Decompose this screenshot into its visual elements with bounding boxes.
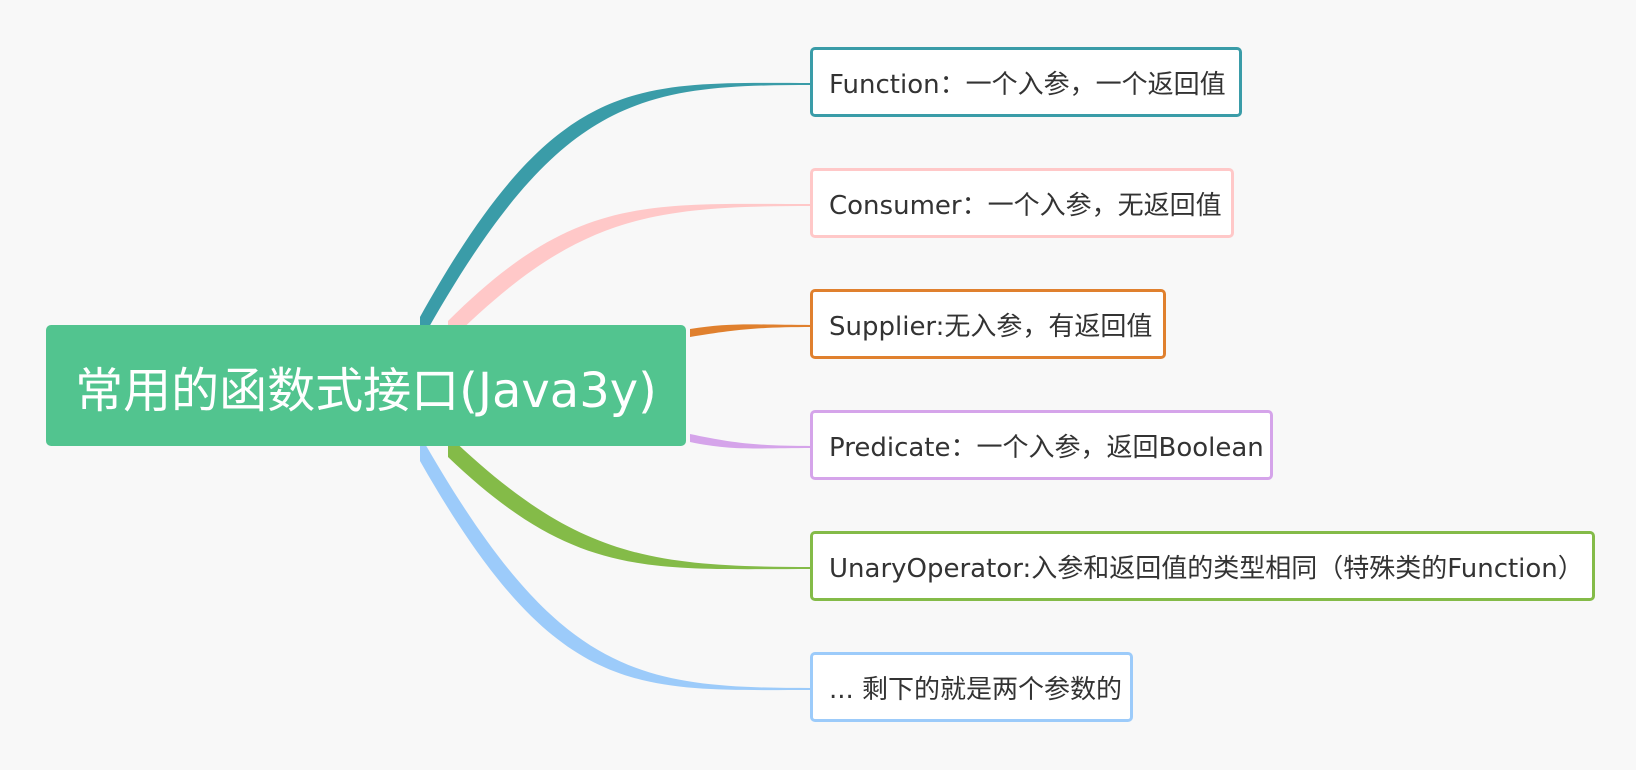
branch-topic-unary-operator[interactable]: UnaryOperator:入参和返回值的类型相同（特殊类的Function） bbox=[810, 531, 1595, 601]
connector-predicate bbox=[690, 434, 812, 449]
root-topic-label: 常用的函数式接口(Java3y) bbox=[75, 362, 657, 419]
connector-consumer bbox=[448, 203, 812, 343]
branch-topic-label: Function：一个入参，一个返回值 bbox=[829, 69, 1226, 100]
branch-topic-remaining[interactable]: ... 剩下的就是两个参数的 bbox=[810, 652, 1133, 722]
connector-unary-operator bbox=[448, 435, 812, 570]
branch-topic-label: Consumer：一个入参，无返回值 bbox=[829, 190, 1222, 221]
connector-supplier bbox=[690, 324, 812, 337]
connector-remaining bbox=[420, 435, 812, 691]
root-topic[interactable]: 常用的函数式接口(Java3y) bbox=[46, 325, 686, 446]
branch-topic-label: ... 剩下的就是两个参数的 bbox=[829, 674, 1123, 705]
branch-topic-supplier[interactable]: Supplier:无入参，有返回值 bbox=[810, 289, 1166, 359]
branch-topic-consumer[interactable]: Consumer：一个入参，无返回值 bbox=[810, 168, 1234, 238]
branch-topic-label: Supplier:无入参，有返回值 bbox=[829, 311, 1153, 342]
branch-topic-label: UnaryOperator:入参和返回值的类型相同（特殊类的Function） bbox=[829, 553, 1584, 584]
branch-topic-function[interactable]: Function：一个入参，一个返回值 bbox=[810, 47, 1242, 117]
connector-function bbox=[420, 82, 812, 343]
branch-topic-predicate[interactable]: Predicate：一个入参，返回Boolean bbox=[810, 410, 1273, 480]
branch-topic-label: Predicate：一个入参，返回Boolean bbox=[829, 432, 1264, 463]
